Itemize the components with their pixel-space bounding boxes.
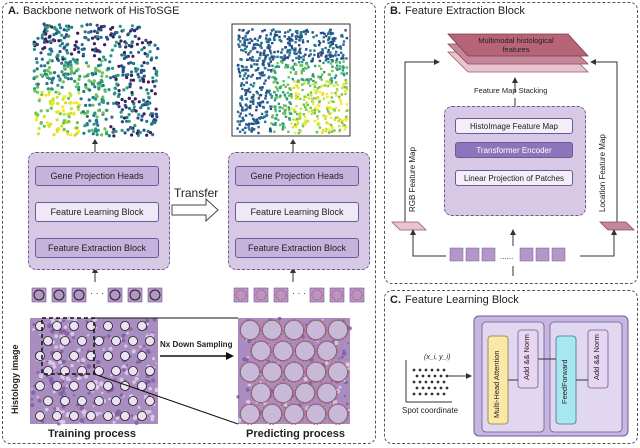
training-expression-map	[32, 22, 160, 138]
training-feature-extraction-block: Feature Extraction Block	[35, 238, 159, 258]
predicting-gene-projection-heads: Gene Projection Heads	[235, 166, 359, 186]
panel-a-title: A.Backbone network of HisToSGE	[8, 5, 180, 17]
svg-text:· · ·: · · ·	[292, 288, 306, 298]
rgb-feature-map	[391, 221, 427, 231]
panel-b	[384, 2, 638, 284]
predicting-feature-learning-block: Feature Learning Block	[235, 202, 359, 222]
predicting-process-label: Predicting process	[246, 428, 346, 440]
zoom-line-bottom	[93, 373, 239, 425]
feature-map-stacking-label: Feature Map Stacking	[474, 86, 548, 95]
spot-coordinate-label: Spot coordinate	[402, 406, 459, 415]
coord-label: (x_i, y_i)	[424, 354, 451, 361]
attention-label: Multi-Head Attention	[492, 350, 501, 418]
svg-text:· · ·: · · ·	[90, 288, 104, 298]
add-norm-block-2	[587, 329, 609, 389]
training-feature-learning-block: Feature Learning Block	[35, 202, 159, 222]
addnorm-label-1: Add && Norm	[522, 334, 531, 380]
panel-a	[2, 2, 376, 444]
coordinate-dots	[412, 368, 449, 396]
sampling-label: Nx Down Sampling	[160, 340, 233, 349]
transfer-label: Transfer	[174, 186, 219, 200]
multimodal-features-label: Multimodal histological features	[478, 36, 554, 54]
predicted-expression-map	[236, 28, 349, 135]
down-sampling-arrow	[226, 352, 234, 360]
predicting-patch-strip: · · ·	[233, 287, 365, 303]
linear-projection-of-patches: Linear Projection of Patches	[455, 170, 573, 186]
panel-c	[384, 290, 638, 444]
output-sheet-1	[447, 33, 589, 57]
training-process-label: Training process	[48, 428, 137, 440]
training-gene-projection-heads: Gene Projection Heads	[35, 166, 159, 186]
zoom-region	[41, 317, 95, 375]
svg-text:......: ......	[500, 252, 513, 261]
panel-c-title: C.Feature Learning Block	[390, 294, 519, 306]
feedforward-label: FeedForward	[560, 359, 569, 404]
input-patch-row: ......	[449, 247, 566, 262]
location-feature-map	[599, 221, 635, 231]
transfer-arrow	[171, 197, 219, 223]
transformer-encoder: Transformer Encoder	[455, 142, 573, 158]
histoimage-feature-map: HistoImage Feature Map	[455, 118, 573, 134]
addnorm-label-2: Add && Norm	[592, 334, 601, 380]
training-patch-strip: · · ·	[31, 287, 163, 303]
predicting-feature-extraction-block: Feature Extraction Block	[235, 238, 359, 258]
panel-b-title: B.Feature Extraction Block	[390, 5, 525, 17]
